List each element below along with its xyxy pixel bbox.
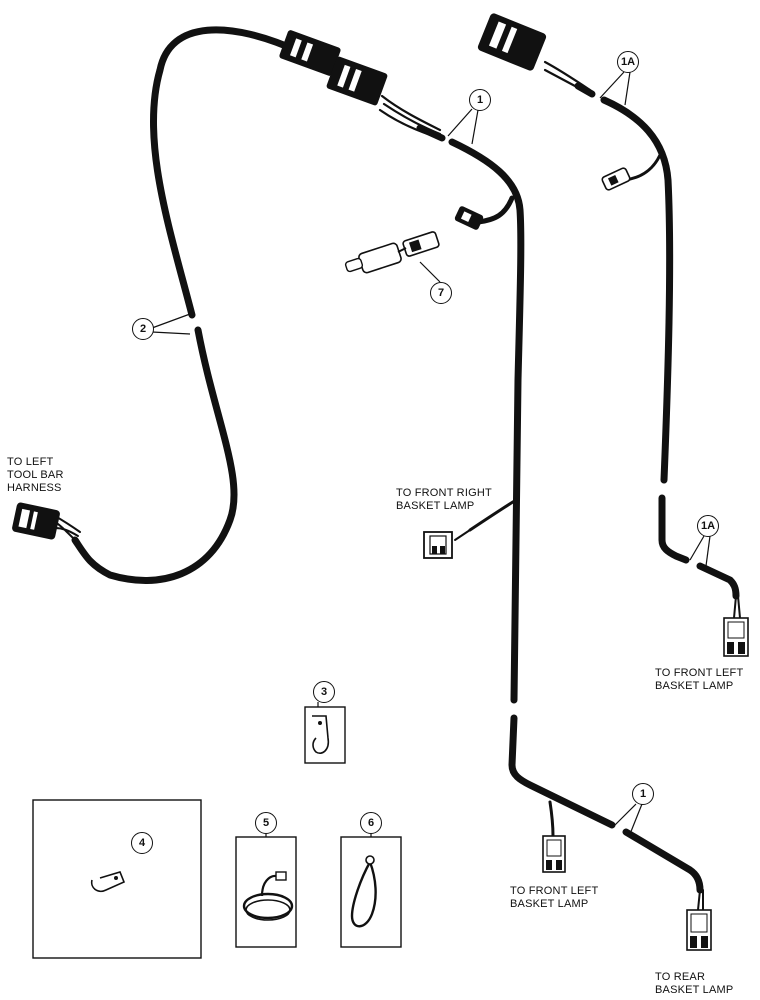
label-line: BASKET LAMP <box>396 500 475 512</box>
label-line: BASKET LAMP <box>510 898 589 910</box>
callout-2: 2 <box>132 318 154 340</box>
label-line: TO LEFT <box>7 456 54 468</box>
detail-box-6 <box>340 836 402 948</box>
callout-1-top: 1 <box>469 89 491 111</box>
detail-box-4 <box>32 799 202 959</box>
callout-7: 7 <box>430 282 452 304</box>
sensor-7 <box>344 231 440 274</box>
label-line: BASKET LAMP <box>655 984 734 996</box>
detail-box-5 <box>235 836 297 948</box>
label-line: TO FRONT LEFT <box>510 885 599 897</box>
harness-1a <box>543 60 741 619</box>
callout-1a-mid: 1A <box>697 515 719 537</box>
label-line: TO REAR <box>655 971 706 983</box>
label-left-toolbar-harness: TO LEFT TOOL BAR HARNESS <box>7 456 64 495</box>
leader-lines <box>115 71 711 873</box>
label-line: TO FRONT LEFT <box>655 667 744 679</box>
harness-1 <box>378 94 704 911</box>
label-line: BASKET LAMP <box>655 680 734 692</box>
harness-2 <box>54 26 319 584</box>
harness-1a-connectors <box>477 13 749 657</box>
callout-3: 3 <box>313 681 335 703</box>
harness-1-connectors <box>423 206 712 951</box>
label-front-left-basket-lamp-right: TO FRONT LEFT BASKET LAMP <box>655 667 743 693</box>
left-toolbar-connector <box>12 502 60 540</box>
label-front-right-basket-lamp: TO FRONT RIGHT BASKET LAMP <box>396 487 492 513</box>
callout-4: 4 <box>131 832 153 854</box>
label-line: TO FRONT RIGHT <box>396 487 492 499</box>
callout-6: 6 <box>360 812 382 834</box>
label-rear-basket-lamp: TO REAR BASKET LAMP <box>655 971 733 997</box>
detail-box-3 <box>304 706 346 764</box>
label-line: HARNESS <box>7 482 62 494</box>
callout-1-bottom: 1 <box>632 783 654 805</box>
top-connector-pair <box>279 30 388 106</box>
callout-5: 5 <box>255 812 277 834</box>
callout-1a-top: 1A <box>617 51 639 73</box>
label-front-left-basket-lamp-bottom: TO FRONT LEFT BASKET LAMP <box>510 885 598 911</box>
label-line: TOOL BAR <box>7 469 64 481</box>
